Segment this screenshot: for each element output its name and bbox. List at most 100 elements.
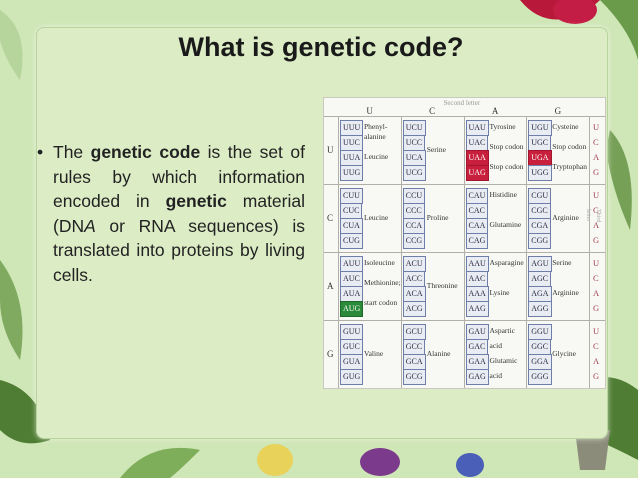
leaves-bottom-left [120,447,200,478]
codon-CAC: CAC [465,203,488,219]
amino-acid-label: Alanine [426,349,451,358]
third-letter-G: G [593,167,600,177]
amino-acid-label: Stop codon [489,142,524,151]
third-letter-U: U [593,190,600,200]
codon-CAU: CAU [465,188,489,204]
third-letter-A: A [593,288,600,298]
codon-GGU: GGU [528,324,552,340]
row-header-U: U [327,145,334,155]
codon-CAG: CAG [465,233,489,249]
codon-AUG: AUG [340,301,364,317]
text-segment: is the set of rules by which information… [53,142,305,211]
codon-AUA: AUA [340,286,364,302]
third-letter-C: C [593,137,599,147]
third-letter-A: A [593,356,600,366]
text-segment: or RNA sequences) is translated into pro… [53,215,305,285]
table-row-divider [324,184,605,185]
slide-title: What is genetic code? [178,32,464,62]
column-header-U: U [366,106,373,116]
table-col-divider [526,116,528,388]
codon-UGA: UGA [528,150,552,166]
codon-AAC: AAC [465,271,489,287]
table-row-divider [324,320,605,321]
codon-CCG: CCG [402,233,426,249]
codon-CCA: CCA [402,218,426,234]
codon-CUG: CUG [340,233,363,249]
codon-UCU: UCU [402,120,426,136]
codon-AGA: AGA [528,286,552,302]
codon-CGC: CGC [528,203,551,219]
amino-acid-label: Histidine [489,190,518,199]
amino-acid-label: start codon [364,298,398,307]
codon-ACA: ACA [402,286,426,302]
codon-UAU: UAU [465,120,489,136]
codon-UUA: UUA [340,150,364,166]
table-row-divider [324,252,605,253]
amino-acid-label: Asparagine [489,258,524,267]
codon-GCA: GCA [402,354,426,370]
table-col-divider [463,116,465,388]
row-header-G: G [327,349,334,359]
text-segment: The [53,142,91,162]
leaf-right [606,130,632,230]
codon-ACU: ACU [402,256,426,272]
third-letter-U: U [593,326,600,336]
codon-UUC: UUC [340,135,363,151]
leaf-top-left [0,10,23,80]
amino-acid-label: Phenyl- alanine [364,122,388,141]
codon-CCC: CCC [402,203,425,219]
amino-acid-label: Tyrosine [489,122,516,131]
third-letter-A: A [593,220,600,230]
amino-acid-label: acid [489,371,503,380]
amino-acid-label: Lysine [489,288,510,297]
codon-UGU: UGU [528,120,552,136]
amino-acid-label: Tryptophan [552,162,587,171]
text-bold-genetic: genetic [165,191,227,211]
codon-AUC: AUC [340,271,363,287]
table-col-divider [589,116,590,388]
codon-GCU: GCU [402,324,426,340]
text-italic-a: A [84,215,96,236]
column-header-G: G [554,106,562,116]
amino-acid-label: Arginine [552,213,579,222]
codon-GAC: GAC [465,339,489,355]
codon-CUU: CUU [340,188,363,204]
codon-GUA: GUA [340,354,364,370]
leaf-top-right [600,0,638,60]
row-header-A: A [327,281,334,291]
flower-bottom-yellow [257,444,293,476]
amino-acid-label: Stop codon [489,162,524,171]
third-letter-U: U [593,122,600,132]
codon-CCU: CCU [402,188,426,204]
codon-AAU: AAU [465,256,489,272]
codon-UUG: UUG [340,165,364,181]
flower-top-right [553,0,597,24]
codon-CGG: CGG [528,233,552,249]
codon-AAG: AAG [465,301,489,317]
codon-GUC: GUC [340,339,363,355]
amino-acid-label: Glutamic [489,356,518,365]
codon-GAA: GAA [465,354,489,370]
column-header-C: C [429,106,436,116]
third-letter-G: G [593,235,600,245]
pot-right-bottom [575,430,610,470]
codon-UCA: UCA [402,150,426,166]
amino-acid-label: Proline [426,213,449,222]
codon-GGA: GGA [528,354,552,370]
table-row-divider [324,388,605,389]
codon-UAC: UAC [465,135,489,151]
amino-acid-label: Glycine [552,349,576,358]
codon-ACC: ACC [402,271,426,287]
codon-UGC: UGC [528,135,552,151]
codon-AAA: AAA [465,286,489,302]
column-header-A: A [491,106,499,116]
codon-CGU: CGU [528,188,552,204]
flower-bottom-blue [456,453,484,477]
amino-acid-label: Leucine [364,213,389,222]
table-col-divider [400,116,402,388]
third-letter-C: C [593,205,599,215]
table-row-divider [324,116,605,117]
amino-acid-label: Methionine; [364,278,401,287]
codon-GUG: GUG [340,369,364,385]
